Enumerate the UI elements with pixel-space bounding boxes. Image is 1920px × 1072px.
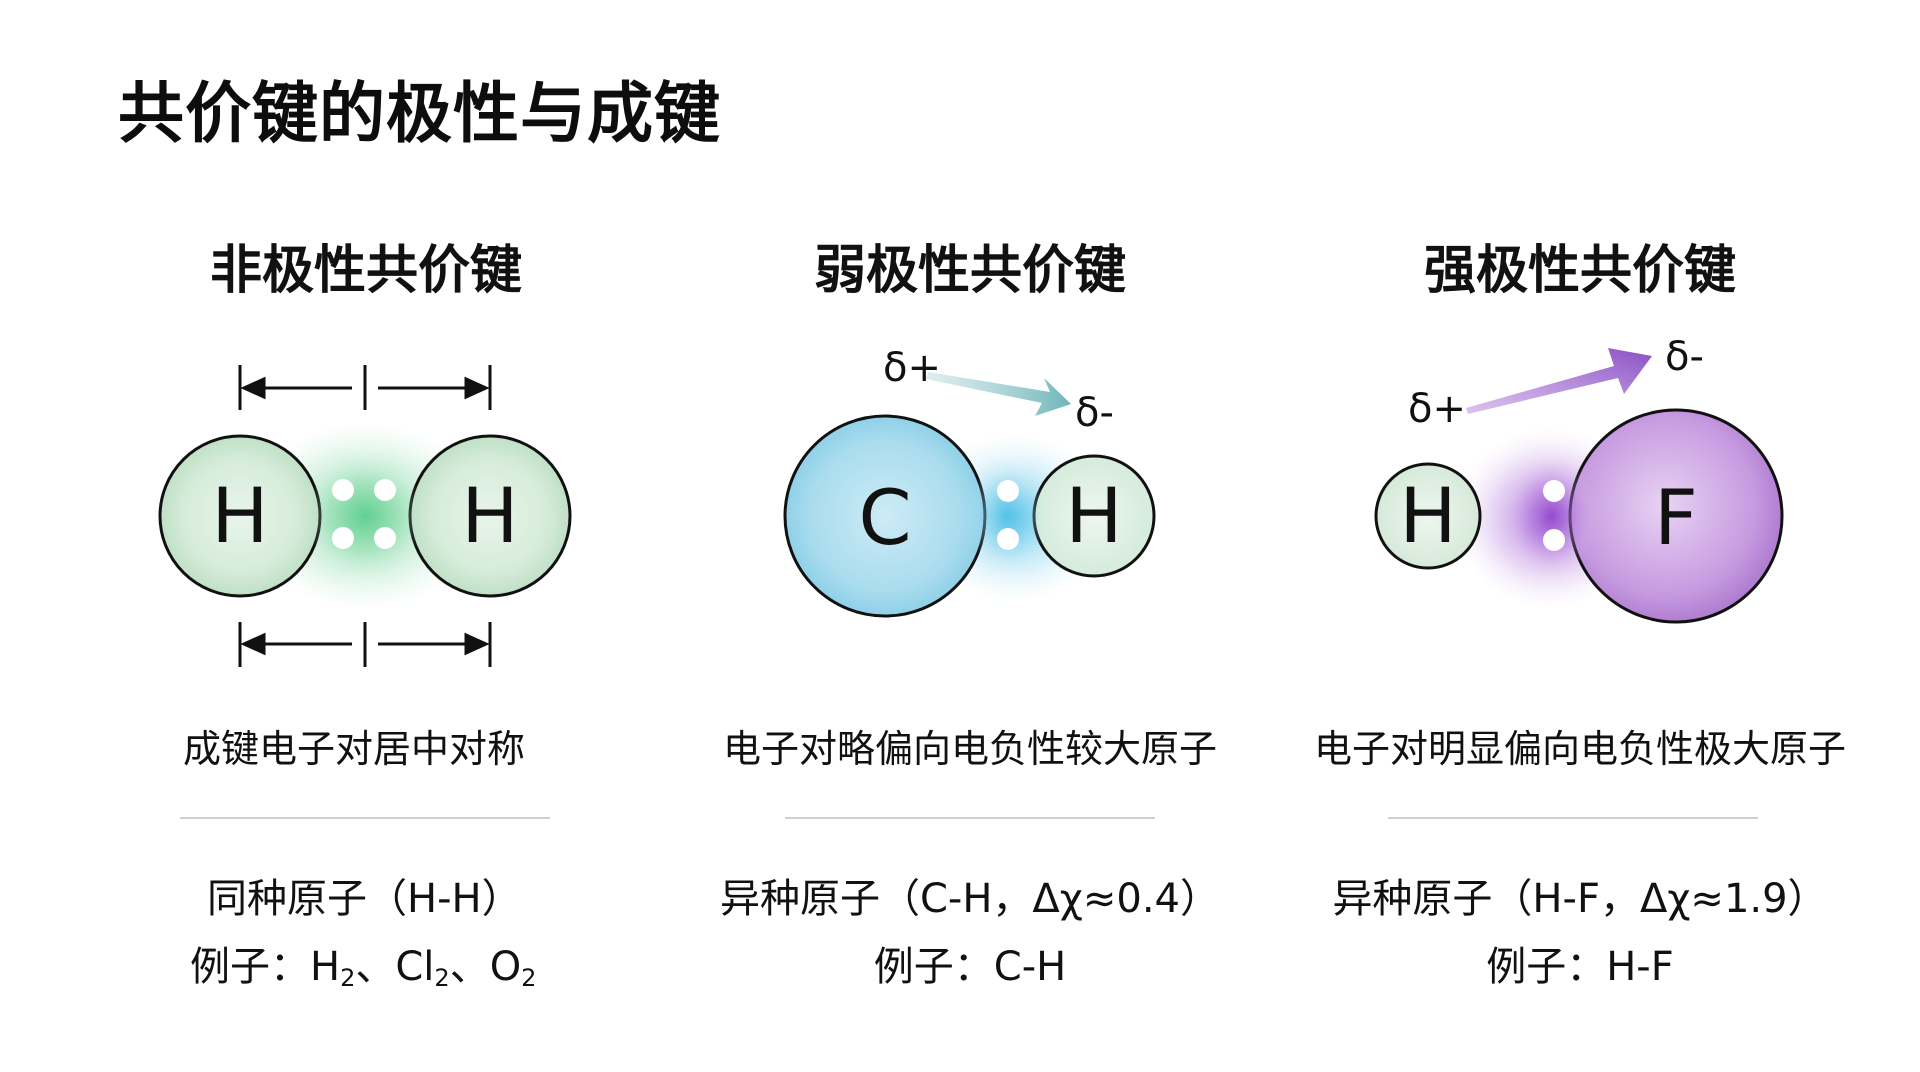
examples-prefix: 例子：	[190, 944, 310, 990]
panel-weak-polar: 弱极性共价键	[670, 0, 1270, 1072]
electron-pair	[997, 480, 1019, 550]
polarity-arrow	[1466, 348, 1652, 414]
panel-title-weak-polar: 弱极性共价键	[813, 241, 1126, 301]
panel-strong-polar: 强极性共价键	[1280, 0, 1880, 1072]
delta-minus-label: δ-	[1665, 334, 1704, 380]
electron-cloud-core	[967, 461, 1047, 571]
atom-label-c: C	[858, 473, 911, 562]
page-title: 共价键的极性与成键	[118, 75, 721, 152]
weak-polar-bond-diagram: δ+ δ- C H	[783, 345, 1156, 618]
panel-line1-weak-polar: 异种原子（C-H，Δχ≈0.4）	[719, 876, 1221, 922]
delta-minus-label: δ-	[1075, 390, 1114, 436]
distance-arrows-top	[238, 365, 492, 410]
strong-polar-bond-diagram: δ+ δ- H F	[1374, 334, 1784, 624]
divider	[785, 817, 1155, 819]
delta-plus-label: δ+	[1408, 386, 1466, 432]
delta-plus-label: δ+	[883, 345, 941, 391]
atom-label-h: H	[1065, 471, 1122, 560]
atom-label-h-right: H	[461, 471, 518, 560]
panel-nonpolar: 非极性共价键	[60, 0, 660, 1072]
panel-desc-weak-polar: 电子对略偏向电负性较大原子	[722, 727, 1217, 771]
panel-title-nonpolar: 非极性共价键	[210, 241, 523, 301]
polarity-arrow	[926, 372, 1071, 416]
panel-examples-weak-polar: 例子：C-H	[873, 944, 1067, 990]
panel-line1-strong-polar: 异种原子（H-F，Δχ≈1.9）	[1332, 876, 1828, 922]
atom-label-f: F	[1654, 473, 1698, 562]
electron-cloud-core	[305, 456, 425, 576]
example-h2: H2、	[310, 944, 396, 992]
atom-h	[1374, 462, 1482, 570]
example-o2: O2	[489, 944, 537, 992]
panel-examples-strong-polar: 例子：H-F	[1486, 944, 1674, 990]
electron-pair	[332, 479, 396, 549]
distance-arrows-bottom	[238, 622, 492, 667]
divider	[1388, 817, 1758, 819]
atom-label-h: H	[1399, 471, 1456, 560]
electron-pair	[1543, 480, 1565, 551]
atom-label-h-left: H	[211, 471, 268, 560]
electron-cloud-core	[1507, 456, 1597, 576]
nonpolar-bond-diagram: H H	[158, 365, 572, 667]
panel-line1-nonpolar: 同种原子（H-H）	[207, 876, 522, 922]
panel-desc-nonpolar: 成键电子对居中对称	[183, 727, 526, 771]
panel-title-strong-polar: 强极性共价键	[1423, 241, 1736, 301]
divider	[180, 817, 550, 819]
panel-desc-strong-polar: 电子对明显偏向电负性极大原子	[1313, 727, 1846, 771]
example-cl2: Cl2、	[395, 944, 490, 992]
panel-examples-nonpolar: 例子：H2、Cl2、O2	[190, 934, 536, 992]
